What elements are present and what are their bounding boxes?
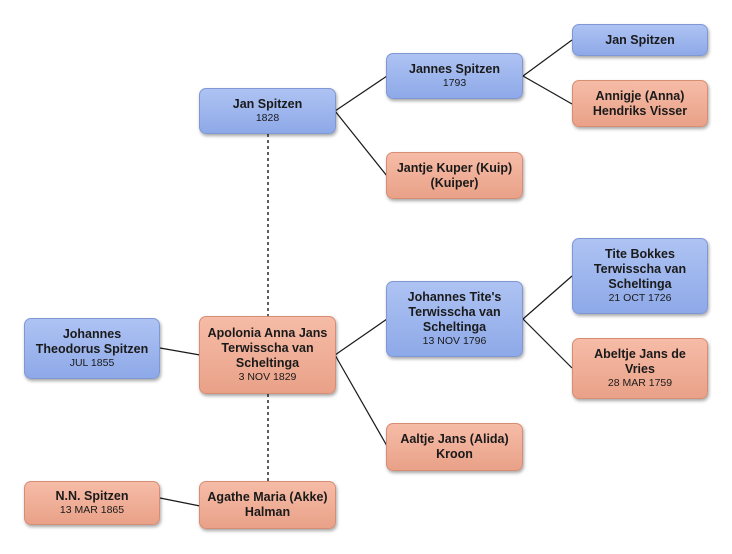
person-date: 3 NOV 1829: [238, 371, 297, 383]
person-name: Johannes Theodorus Spitzen: [35, 327, 149, 356]
person-name: Annigje (Anna) Hendriks Visser: [592, 88, 688, 118]
person-aaltje-kroon[interactable]: Aaltje Jans (Alida) Kroon: [386, 423, 523, 471]
person-date: 1793: [442, 77, 467, 89]
person-johannes-theodorus[interactable]: Johannes Theodorus Spitzen JUL 1855: [24, 318, 160, 379]
person-date: 28 MAR 1759: [607, 377, 673, 389]
person-name: Jannes Spitzen: [409, 62, 500, 76]
person-name: Tite Bokkes Terwisscha van Scheltinga: [593, 247, 687, 291]
person-date: JUL 1855: [69, 357, 115, 369]
person-nn-spitzen[interactable]: N.N. Spitzen 13 MAR 1865: [24, 481, 160, 525]
person-date: 13 NOV 1796: [422, 335, 487, 347]
person-tite-bokkes[interactable]: Tite Bokkes Terwisscha van Scheltinga 21…: [572, 238, 708, 314]
person-name: Agathe Maria (Akke) Halman: [207, 490, 328, 519]
person-name: Jan Spitzen: [605, 32, 675, 47]
person-name: Jan Spitzen: [232, 97, 303, 111]
person-date: 1828: [255, 112, 280, 124]
person-date: 13 MAR 1865: [59, 504, 125, 516]
person-name: Aaltje Jans (Alida) Kroon: [400, 432, 509, 461]
person-johannes-tites[interactable]: Johannes Tite's Terwisscha van Schelting…: [386, 281, 523, 357]
person-abeltje-de-vries[interactable]: Abeltje Jans de Vries 28 MAR 1759: [572, 338, 708, 399]
person-name: Abeltje Jans de Vries: [594, 347, 686, 376]
person-date: 21 OCT 1726: [608, 292, 672, 304]
person-name: Jantje Kuper (Kuip) (Kuiper): [396, 160, 513, 190]
person-name: Apolonia Anna Jans Terwisscha van Schelt…: [207, 326, 328, 370]
person-annigje-visser[interactable]: Annigje (Anna) Hendriks Visser: [572, 80, 708, 127]
person-apolonia-anna[interactable]: Apolonia Anna Jans Terwisscha van Schelt…: [199, 316, 336, 394]
person-name: Johannes Tite's Terwisscha van Schelting…: [407, 290, 502, 334]
person-agathe-halman[interactable]: Agathe Maria (Akke) Halman: [199, 481, 336, 529]
person-jan-spitzen-1828[interactable]: Jan Spitzen 1828: [199, 88, 336, 134]
person-name: N.N. Spitzen: [55, 489, 129, 503]
person-jantje-kuper[interactable]: Jantje Kuper (Kuip) (Kuiper): [386, 152, 523, 199]
person-jan-spitzen-top[interactable]: Jan Spitzen: [572, 24, 708, 56]
person-jannes-spitzen[interactable]: Jannes Spitzen 1793: [386, 53, 523, 99]
